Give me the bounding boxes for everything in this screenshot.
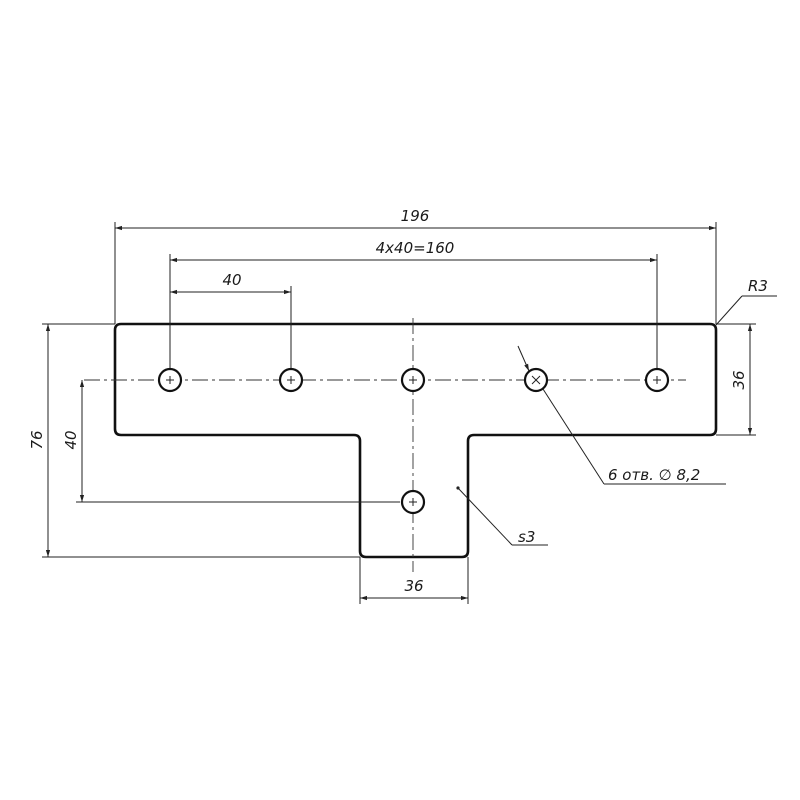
hole-pitch-label: 40 bbox=[222, 271, 241, 289]
stem-width-label: 36 bbox=[404, 577, 423, 595]
hole-1 bbox=[157, 367, 183, 393]
holes-note-label: 6 отв. ∅ 8,2 bbox=[608, 466, 700, 484]
hole-6 bbox=[400, 489, 426, 515]
callout-holes: 6 отв. ∅ 8,2 bbox=[517, 345, 726, 485]
hole-3 bbox=[400, 367, 426, 393]
callout-corner-radius: R3 bbox=[715, 277, 777, 326]
dimension-hole-spacing-total: 4x40=160 bbox=[169, 239, 658, 368]
top-height-label: 36 bbox=[730, 370, 748, 389]
overall-width-label: 196 bbox=[401, 207, 430, 225]
stem-hole-offset-label: 40 bbox=[62, 430, 80, 449]
overall-height-label: 76 bbox=[28, 430, 46, 449]
dimension-overall-height: 76 bbox=[28, 323, 360, 558]
dimension-hole-pitch: 40 bbox=[170, 271, 292, 368]
hole-2 bbox=[278, 367, 304, 393]
dimension-stem-hole-offset: 40 bbox=[62, 380, 400, 503]
thickness-label: s3 bbox=[518, 528, 535, 546]
dimension-top-height: 36 bbox=[716, 323, 756, 436]
dimension-stem-width: 36 bbox=[359, 557, 469, 604]
hole-4 bbox=[523, 367, 549, 393]
callout-thickness: s3 bbox=[456, 486, 548, 546]
corner-radius-label: R3 bbox=[748, 277, 768, 295]
hole-5 bbox=[644, 367, 670, 393]
hole-spacing-total-label: 4x40=160 bbox=[376, 239, 455, 257]
dimension-overall-width: 196 bbox=[114, 207, 717, 324]
plate-outline bbox=[113, 322, 718, 559]
